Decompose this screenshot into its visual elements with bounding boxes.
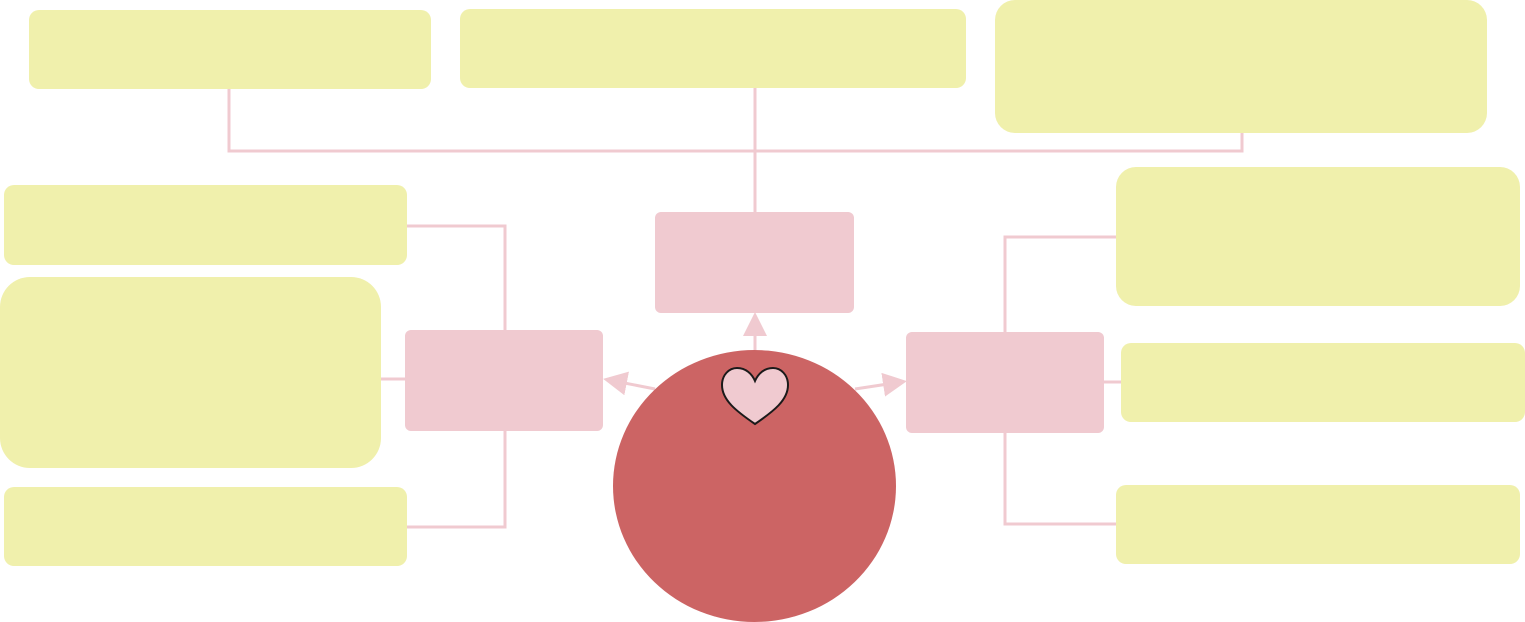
connector-top-bus: [227, 88, 1244, 153]
leaf-top-3: [995, 0, 1487, 133]
branch-left: [405, 330, 603, 431]
arrow-center-to-left: [603, 371, 656, 396]
connector-left-upper: [407, 224, 507, 330]
leaf-right-2: [1121, 343, 1525, 422]
connector-right-upper: [1003, 235, 1116, 332]
leaf-right-3: [1116, 485, 1520, 564]
branch-top: [655, 212, 854, 313]
branch-right: [906, 332, 1104, 433]
leaf-left-1: [4, 185, 407, 265]
leaf-top-2: [460, 9, 966, 88]
heart-icon: [720, 366, 790, 426]
leaf-left-3: [4, 487, 407, 566]
leaf-left-2: [0, 277, 381, 468]
connector-right-lower: [1003, 432, 1116, 526]
arrow-center-to-right: [854, 372, 907, 397]
leaf-top-1: [29, 10, 431, 89]
leaf-right-1: [1116, 167, 1520, 306]
connector-left-lower: [407, 431, 507, 529]
